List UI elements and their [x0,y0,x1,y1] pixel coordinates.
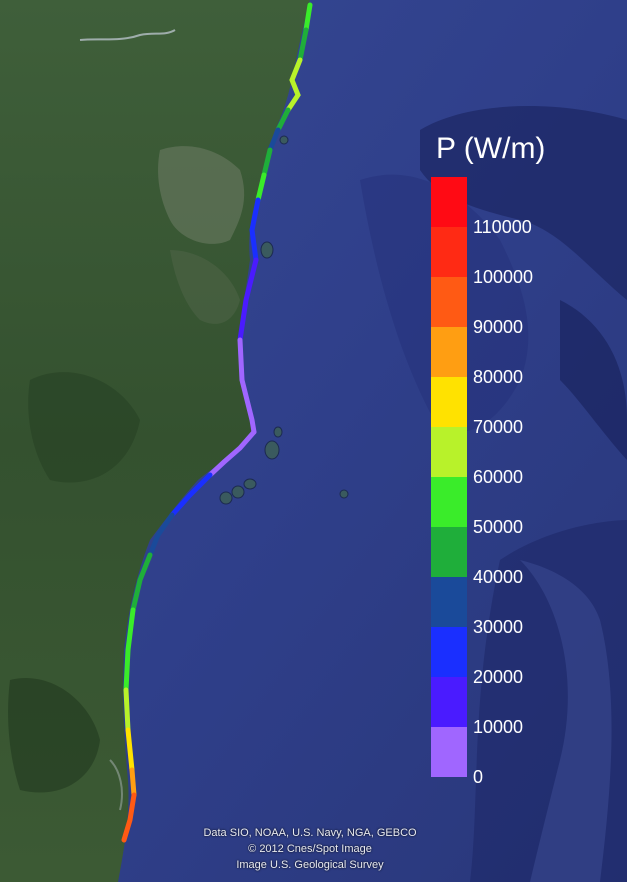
legend-bin [431,277,467,327]
legend-tick-label: 100000 [473,267,534,287]
legend-bin [431,327,467,377]
legend-tick-label: 30000 [473,617,524,637]
deep-trench-north [420,106,627,300]
attribution-line-2: © 2012 Cnes/Spot Image [248,843,372,855]
legend-tick-label: 110000 [473,217,532,237]
legend-bin [431,577,467,627]
legend-tick-label: 60000 [473,467,524,487]
islands [219,135,349,505]
river [79,29,176,41]
legend-tick-label: 0 [473,767,484,787]
legend-tick-label: 10000 [473,717,524,737]
legend-tick-label: 50000 [473,517,524,537]
deep-trench-south [470,520,627,882]
cleared-land-patch [158,146,245,244]
legend-bin [431,727,467,777]
legend-tick-label: 90000 [473,317,524,337]
legend-bin [431,527,467,577]
attribution-line-1: Data SIO, NOAA, U.S. Navy, NGA, GEBCO [203,827,417,839]
legend-bin [431,677,467,727]
coastal-lagoon [109,759,123,811]
legend-bin [431,627,467,677]
legend-tick-label: 40000 [473,567,524,587]
legend-bin [431,177,467,227]
legend-bin [431,477,467,527]
deep-trench-east [560,300,627,460]
dark-forest-patch [8,678,101,793]
wave-power-coastline [121,2,313,843]
legend-bin [431,427,467,477]
legend-tick-label: 70000 [473,417,524,437]
dark-forest-patch [28,372,140,483]
legend-bin [431,227,467,277]
ridge-light [520,560,612,882]
legend-bin [431,377,467,427]
legend-tick-label: 20000 [473,667,524,687]
legend-title: P (W/m) [436,132,546,165]
cleared-land-patch [170,250,240,324]
attribution-line-3: Image U.S. Geological Survey [236,859,384,871]
legend-color-bar [431,177,467,777]
legend-tick-label: 80000 [473,367,524,387]
